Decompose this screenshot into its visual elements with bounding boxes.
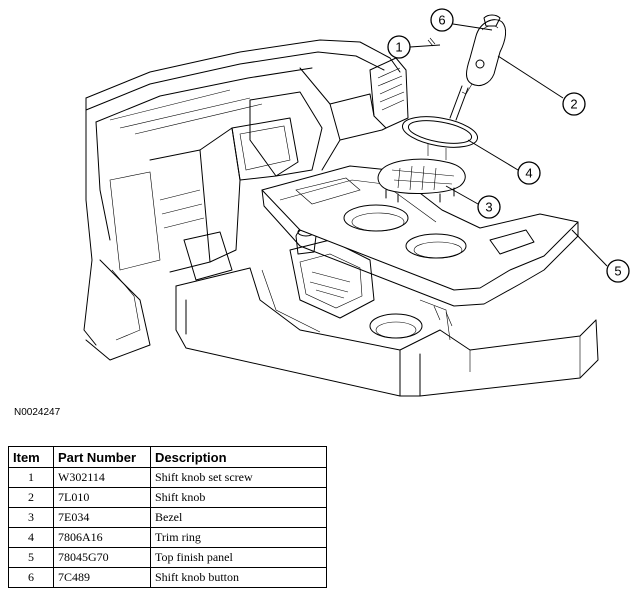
item-cell: 6 — [8, 567, 54, 588]
column-header-item: Item — [8, 446, 54, 468]
item-cell: 5 — [8, 547, 54, 568]
svg-text:1: 1 — [395, 40, 402, 55]
item-cell: 3 — [8, 507, 54, 528]
part-number-cell: W302114 — [53, 467, 151, 488]
table-row: 1 W302114 Shift knob set screw — [8, 467, 327, 488]
description-cell: Trim ring — [150, 527, 327, 548]
callout-3: 3 — [477, 195, 501, 219]
part-number-cell: 7C489 — [53, 567, 151, 588]
console-base-drawing — [175, 227, 599, 397]
trim-ring-drawing — [401, 116, 479, 160]
svg-text:4: 4 — [525, 166, 532, 181]
table-row: 6 7C489 Shift knob button — [8, 567, 327, 588]
shift-knob-drawing — [427, 14, 507, 121]
description-cell: Shift knob set screw — [150, 467, 327, 488]
description-cell: Shift knob — [150, 487, 327, 508]
table-row: 5 78045G70 Top finish panel — [8, 547, 327, 568]
callout-4: 4 — [517, 161, 541, 185]
part-number-cell: 7806A16 — [53, 527, 151, 548]
callout-2: 2 — [562, 92, 586, 116]
svg-text:2: 2 — [570, 97, 577, 112]
table-header-row: Item Part Number Description — [8, 446, 327, 468]
item-cell: 1 — [8, 467, 54, 488]
svg-text:3: 3 — [485, 200, 492, 215]
dashboard-drawing — [83, 39, 409, 361]
svg-text:5: 5 — [614, 264, 621, 279]
parts-table: Item Part Number Description 1 W302114 S… — [8, 446, 327, 588]
item-cell: 4 — [8, 527, 54, 548]
description-cell: Shift knob button — [150, 567, 327, 588]
description-cell: Top finish panel — [150, 547, 327, 568]
table-row: 4 7806A16 Trim ring — [8, 527, 327, 548]
table-row: 2 7L010 Shift knob — [8, 487, 327, 508]
bezel-drawing — [377, 158, 466, 203]
part-number-cell: 7L010 — [53, 487, 151, 508]
callout-1: 1 — [387, 35, 411, 59]
svg-text:6: 6 — [438, 13, 445, 28]
part-number-cell: 78045G70 — [53, 547, 151, 568]
description-cell: Bezel — [150, 507, 327, 528]
table-row: 3 7E034 Bezel — [8, 507, 327, 528]
exploded-view-illustration: 1 6 2 4 3 5 — [83, 8, 630, 397]
top-finish-panel-drawing — [261, 165, 579, 307]
figure-id-label: N0024247 — [14, 407, 61, 418]
item-cell: 2 — [8, 487, 54, 508]
column-header-part-number: Part Number — [53, 446, 151, 468]
callout-5: 5 — [606, 259, 630, 283]
column-header-description: Description — [150, 446, 327, 468]
part-number-cell: 7E034 — [53, 507, 151, 528]
callout-6: 6 — [430, 8, 454, 32]
leader-lines — [409, 23, 608, 267]
